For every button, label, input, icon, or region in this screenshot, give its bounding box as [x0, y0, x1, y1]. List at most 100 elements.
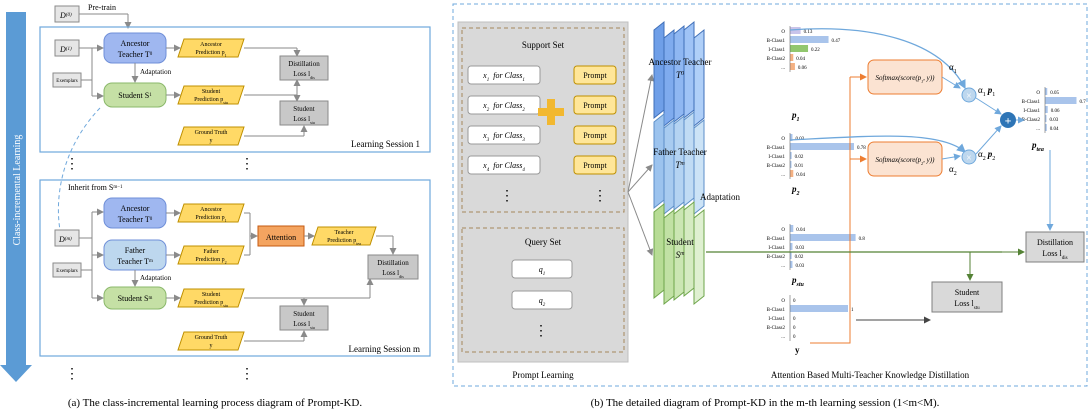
bar-category-label: B-Class2: [767, 255, 786, 260]
svg-text:Loss ldis: Loss ldis: [382, 269, 404, 279]
distill-loss-sm: [367, 254, 419, 280]
svg-text:Ancestor Teacher: Ancestor Teacher: [649, 57, 712, 67]
svg-text:Prediction p1: Prediction p1: [195, 215, 226, 223]
svg-text:q1: q1: [539, 265, 546, 277]
svg-text:Student: Student: [666, 237, 694, 247]
bar-mark: [790, 252, 792, 259]
bar-mark: [1045, 97, 1077, 104]
svg-text:Student S1: Student S1: [118, 91, 152, 100]
svg-text:Adaptation: Adaptation: [140, 274, 172, 282]
inherit-curve: [57, 107, 101, 231]
pretrain-label: Pre-train: [88, 3, 116, 12]
bar-value-label: 0.03: [795, 246, 804, 251]
bar-category-label: B-Class2: [1022, 118, 1041, 123]
ground-truth-s1: [177, 126, 245, 146]
prompt-chip-3: [573, 125, 617, 145]
svg-text:Student: Student: [202, 292, 221, 298]
bar-mark: [790, 134, 793, 141]
svg-text:Student: Student: [293, 310, 314, 318]
bar-category-label: B-Class2: [767, 164, 786, 169]
svg-text:Prediction pstu: Prediction pstu: [194, 97, 228, 105]
svg-text:Exemplars: Exemplars: [56, 79, 77, 84]
ancestor-pred-sm: [177, 203, 245, 223]
bar-mark: [1045, 124, 1047, 131]
bar-mark: [790, 45, 809, 52]
svg-text:Student: Student: [955, 288, 980, 297]
bar-category-label: O: [781, 228, 785, 233]
bar-value-label: 0.13: [804, 30, 813, 35]
session-m-frame: [39, 179, 431, 357]
svg-text:Ancestor: Ancestor: [121, 39, 150, 48]
alpha2-label: α2: [949, 164, 957, 177]
student-loss-box: [931, 281, 1003, 313]
svg-text:Loss ldis: Loss ldis: [1042, 249, 1067, 261]
support-item-1: [467, 65, 541, 85]
bar-category-label: B-Class1: [767, 39, 786, 44]
svg-text:Distillation: Distillation: [377, 259, 409, 267]
svg-text:D(1): D(1): [59, 45, 72, 54]
bar-mark: [790, 54, 794, 61]
bar-mark: [1045, 115, 1047, 122]
bar-category-label: ...: [781, 335, 785, 340]
support-item-label: x1 for Class1: [482, 71, 525, 83]
svg-text:Sm: Sm: [676, 250, 686, 260]
bar-value-label: 0: [793, 317, 796, 322]
plus-icon: [538, 99, 564, 125]
multiply-icon-2: [961, 149, 977, 165]
svg-text:⋮: ⋮: [65, 367, 79, 382]
support-item-3: [467, 125, 541, 145]
ancestor-pred-s1: [177, 38, 245, 58]
svg-text:Tm: Tm: [675, 160, 685, 170]
support-item-label: x3 for Class3: [482, 131, 525, 143]
svg-text:⋮: ⋮: [500, 189, 514, 204]
prompt-chip-2: [573, 95, 617, 115]
bar-category-label: B-Class2: [767, 326, 786, 331]
bar-mark: [790, 27, 801, 34]
svg-text:y: y: [210, 138, 213, 144]
svg-text:⋮: ⋮: [240, 157, 254, 172]
svg-text:×: ×: [966, 91, 972, 102]
support-item-4: [467, 155, 541, 175]
class-incremental-label: Class-incremental Learning: [12, 135, 23, 246]
svg-text:Ground Truth: Ground Truth: [195, 335, 228, 341]
svg-text:⋮: ⋮: [65, 157, 79, 172]
svg-text:Father Teacher: Father Teacher: [653, 147, 706, 157]
p1-label: p1: [791, 110, 800, 123]
bar-category-label: I-Class1: [768, 48, 785, 53]
svg-text:D(m): D(m): [58, 235, 72, 244]
bar-value-label: 0.04: [1050, 127, 1059, 132]
bar-value-label: 0.04: [796, 57, 805, 62]
distill-loss-s1: [279, 55, 329, 81]
bar-category-label: ...: [1036, 127, 1040, 132]
bar-value-label: 0: [793, 326, 796, 331]
bar-mark: [790, 234, 856, 241]
bar-category-label: B-Class1: [1022, 100, 1041, 105]
svg-text:Prediction p2: Prediction p2: [195, 257, 226, 265]
bar-value-label: 0.02: [795, 255, 804, 260]
bar-value-label: 0.04: [796, 173, 805, 178]
svg-text:Father: Father: [203, 249, 218, 255]
ptea-label: ptea: [1031, 140, 1044, 153]
session-1-frame: [39, 26, 431, 153]
class-incremental-arrow: Class-incremental Learning: [0, 12, 32, 382]
bar-value-label: 0.06: [1051, 109, 1060, 114]
svg-text:Distillation: Distillation: [1037, 238, 1073, 247]
bar-category-label: ...: [781, 264, 785, 269]
svg-text:Distillation: Distillation: [288, 60, 320, 68]
svg-text:Student: Student: [293, 105, 314, 113]
svg-text:×: ×: [966, 153, 972, 164]
bar-category-label: I-Class1: [1023, 109, 1040, 114]
d0-text: D(0): [59, 11, 72, 20]
p2-label: p2: [791, 184, 800, 197]
svg-text:Adaptation: Adaptation: [140, 68, 172, 76]
svg-text:Attention: Attention: [266, 233, 296, 242]
student-pred-s1: [177, 85, 245, 105]
ground-truth-sm: [177, 331, 245, 351]
bar-value-label: 0.03: [795, 264, 804, 269]
svg-text:Query Set: Query Set: [525, 237, 562, 247]
ancestor-teacher-model: [653, 20, 705, 128]
svg-text:Loss lstu: Loss lstu: [293, 115, 315, 125]
